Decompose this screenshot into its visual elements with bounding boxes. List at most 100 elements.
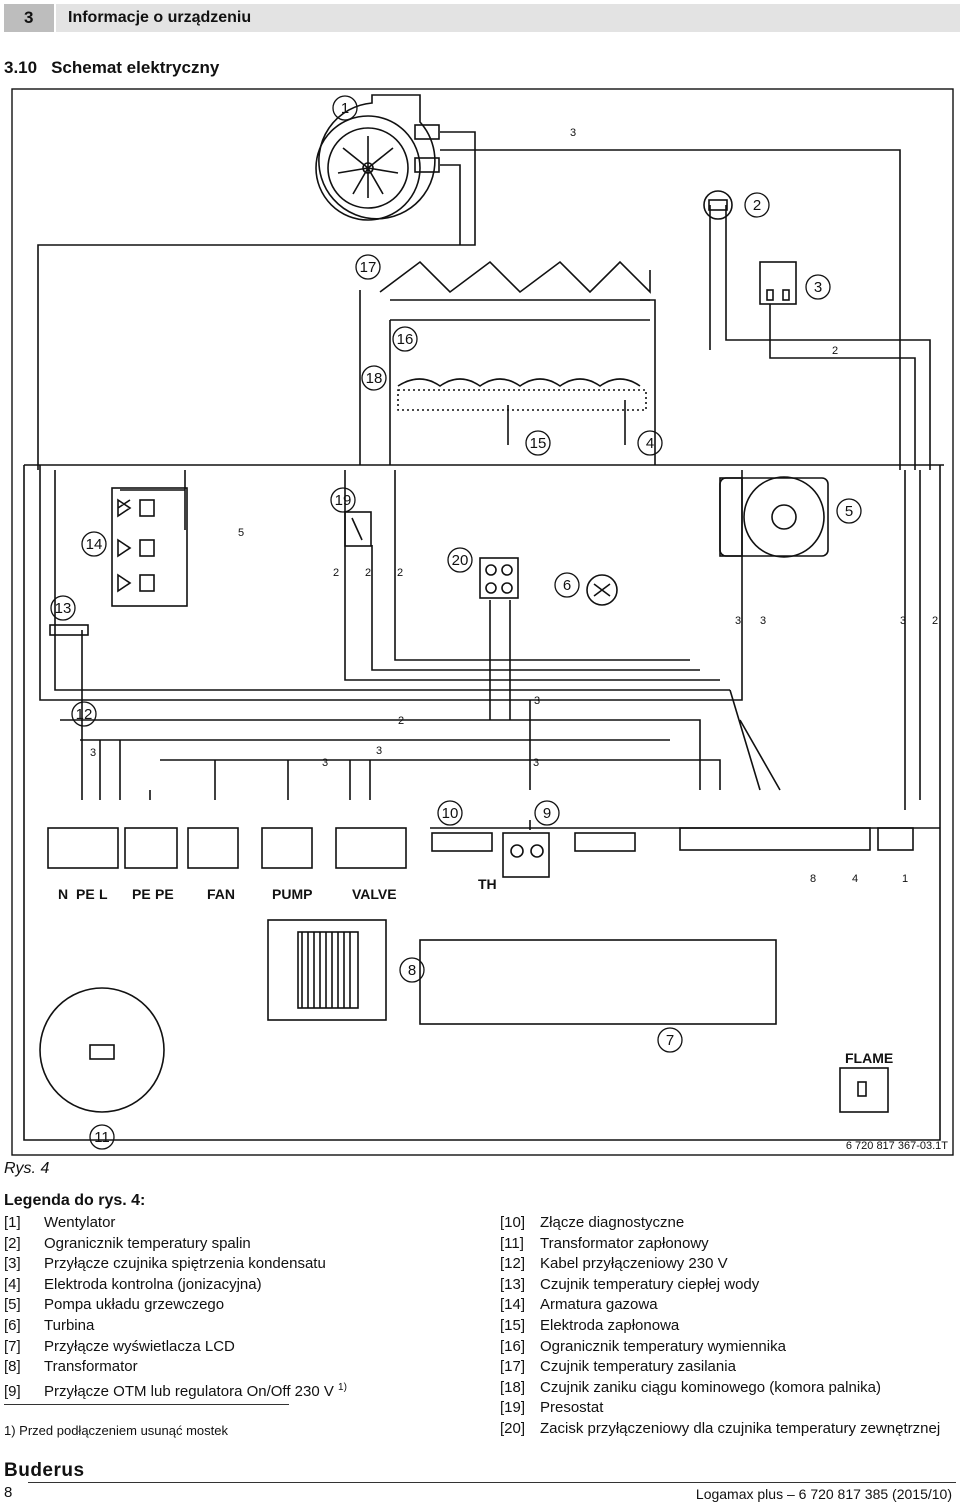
fan-icon — [315, 94, 440, 221]
legend-item-number: [12] — [500, 1255, 526, 1273]
svg-text:PE: PE — [155, 886, 174, 902]
callout-3: 3 — [814, 279, 822, 296]
legend-item: [15] Elektroda zapłonowa — [500, 1316, 940, 1337]
legend-item-number: [17] — [500, 1358, 526, 1376]
callout-4: 4 — [646, 435, 654, 452]
legend-item-text: Ogranicznik temperatury spalin — [44, 1234, 251, 1252]
svg-text:3: 3 — [900, 615, 906, 627]
legend-item: [6] Turbina — [4, 1316, 347, 1337]
callout-12: 12 — [76, 706, 93, 723]
svg-text:3: 3 — [760, 615, 766, 627]
callout-17: 17 — [360, 259, 377, 276]
svg-text:PE: PE — [76, 886, 95, 902]
legend-item-text: Złącze diagnostyczne — [540, 1214, 685, 1231]
legend-item-footnote-ref: 1) — [338, 1381, 347, 1393]
legend-item-number: [7] — [4, 1337, 21, 1355]
legend-item-number: [13] — [500, 1275, 526, 1293]
callout-18: 18 — [366, 370, 383, 387]
legend-item-text: Zacisk przyłączeniowy dla czujnika tempe… — [540, 1419, 941, 1437]
callout-numbers: 1 2 3 4 5 6 7 8 9 10 11 12 13 14 15 16 1… — [55, 100, 854, 1146]
svg-text:4: 4 — [852, 873, 858, 885]
svg-text:FAN: FAN — [207, 886, 235, 902]
legend-item-text: Armatura gazowa — [540, 1296, 658, 1314]
legend-right: [10] Złącze diagnostyczne [11] Transformato… — [500, 1213, 940, 1440]
lcd-frame — [419, 939, 777, 1025]
svg-text:5: 5 — [238, 527, 244, 539]
svg-text:2: 2 — [398, 715, 404, 727]
legend-item: [2]Ogranicznik temperatury spalin — [4, 1234, 347, 1255]
burner-icon — [397, 378, 647, 445]
turbine-icon — [586, 574, 618, 606]
svg-text:2: 2 — [365, 567, 371, 579]
legend-item-number: [11] — [500, 1234, 524, 1252]
footer-divider — [28, 1482, 956, 1483]
legend-item: [9] Przyłącze OTM lub regulatora On/Off 2… — [4, 1378, 347, 1403]
brand-logo: Buderus — [4, 1460, 85, 1481]
legend-item: [14] Armatura gazowa — [500, 1295, 940, 1316]
pump-icon — [719, 476, 829, 558]
document-id: Logamax plus – 6 720 817 385 (2015/10) — [695, 1486, 952, 1502]
legend-item-number: [15] — [500, 1316, 526, 1334]
legend-item-text: Elektroda zapłonowa — [540, 1316, 680, 1334]
legend-item-number: [18] — [500, 1378, 526, 1396]
page-number: 8 — [4, 1484, 13, 1501]
legend-item-text: Czujnik temperatury zasilania — [540, 1358, 736, 1376]
legend-left: [1]Wentylator[2]Ogranicznik temperatury … — [4, 1213, 347, 1402]
legend-item-number: [5] — [4, 1296, 21, 1314]
connector-blocks — [47, 827, 940, 878]
legend-item-number: [9] — [4, 1382, 21, 1400]
svg-text:L: L — [99, 886, 108, 902]
section-title: Schemat elektryczny — [51, 58, 220, 77]
legend-item-text: Turbina — [44, 1316, 95, 1334]
svg-text:2: 2 — [932, 615, 938, 627]
legend-item-text: Przyłącze czujnika spiętrzenia kondensat… — [44, 1255, 326, 1273]
legend-item-text: Presostat — [540, 1399, 604, 1417]
legend-item: [16] Ogranicznik temperatury wymiennika — [500, 1337, 940, 1358]
legend-item-text: Transformator zapłonowy — [540, 1234, 709, 1252]
callout-8: 8 — [408, 962, 416, 979]
legend-item-text: Ogranicznik temperatury wymiennika — [540, 1337, 786, 1355]
transformer-icon — [267, 919, 387, 1021]
callout-10: 10 — [442, 805, 459, 822]
figure-label: Rys. 4 — [4, 1160, 50, 1177]
diagram-frame — [11, 88, 954, 1156]
legend-item: [11] Transformator zapłonowy — [500, 1234, 940, 1255]
legend-item-number: [20] — [500, 1419, 526, 1437]
condensate-sensor-icon — [759, 261, 797, 305]
footnote: 1) Przed podłączeniem usunąć mostek — [4, 1423, 229, 1438]
legend-item: [18] Czujnik zaniku ciągu kominowego (kom… — [500, 1378, 940, 1399]
section-number: 3.10 — [4, 58, 38, 77]
legend-item-number: [10] — [500, 1214, 526, 1231]
legend-item: [12]Kabel przyłączeniowy 230 V — [500, 1254, 940, 1275]
legend-item-text: Czujnik temperatury ciepłej wody — [540, 1275, 760, 1293]
callout-16: 16 — [397, 331, 414, 348]
svg-text:2: 2 — [333, 567, 339, 579]
legend-item-number: [4] — [4, 1275, 21, 1293]
svg-text:3: 3 — [322, 757, 328, 769]
svg-text:N: N — [58, 886, 68, 902]
connector-labels: N PE L PE PE FAN PUMP VALVE TH FLAME — [58, 876, 893, 1066]
legend-item-number: [3] — [4, 1255, 21, 1273]
callout-1: 1 — [341, 100, 349, 117]
legend-item: [5]Pompa układu grzewczego — [4, 1295, 347, 1316]
legend-item-text: Wentylator — [44, 1214, 116, 1231]
legend-item-number: [6] — [4, 1316, 21, 1334]
legend-item-number: [16] — [500, 1337, 526, 1355]
figure-reference: 6 720 817 367-03.1T — [845, 1140, 948, 1152]
callout-7: 7 — [666, 1032, 674, 1049]
outdoor-terminal-icon — [479, 557, 519, 599]
svg-text:FLAME: FLAME — [845, 1050, 893, 1066]
legend-item-text: Transformator — [44, 1358, 138, 1376]
legend-item-text: Elektroda kontrolna (jonizacyjna) — [44, 1275, 262, 1293]
legend-item-number: [14] — [500, 1296, 526, 1314]
legend-item-text: Przyłącze OTM lub regulatora On/Off 230 … — [44, 1382, 334, 1400]
legend-item: [20] Zacisk przyłączeniowy dla czujnika t… — [500, 1419, 940, 1440]
legend-item-text: Czujnik zaniku ciągu kominowego (komora … — [540, 1378, 881, 1396]
dhw-sensor-icon — [49, 624, 89, 636]
callout-15: 15 — [530, 435, 547, 452]
callout-9: 9 — [543, 805, 551, 822]
wiring-diagram: 1 2 3 4 5 6 7 8 9 10 11 12 13 14 15 16 1… — [11, 88, 954, 1156]
legend-item: [4] Elektroda kontrolna (jonizacyjna) — [4, 1275, 347, 1296]
legend-item: [19]Presostat — [500, 1398, 940, 1419]
svg-text:2: 2 — [832, 345, 838, 357]
